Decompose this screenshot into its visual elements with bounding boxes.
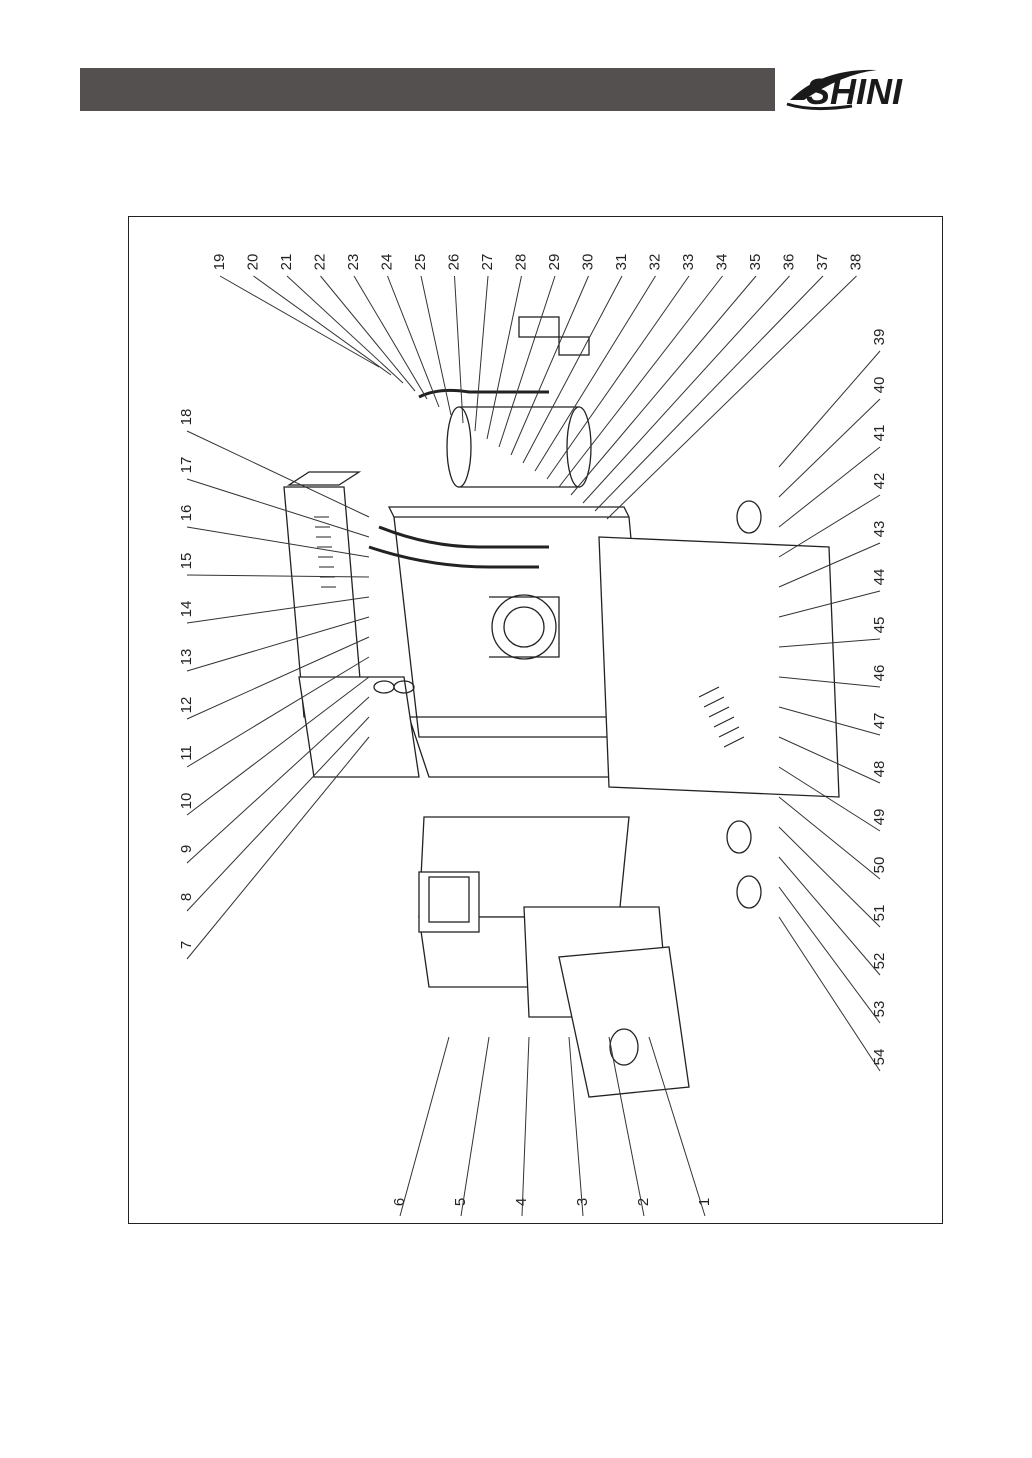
callout-20: 20	[245, 254, 262, 271]
machine-drawing	[284, 317, 839, 1097]
callout-43: 43	[871, 521, 888, 538]
callout-33: 33	[680, 254, 697, 271]
callout-4-leader	[522, 1037, 529, 1216]
callout-30: 30	[580, 254, 597, 271]
callout-6: 6	[391, 1198, 408, 1206]
callout-12: 12	[178, 697, 195, 714]
callout-23: 23	[345, 254, 362, 271]
callout-11: 11	[178, 745, 195, 761]
logo-text: SHINI	[806, 71, 903, 112]
callout-6-leader	[400, 1037, 449, 1216]
callout-41: 41	[871, 425, 888, 442]
callout-18-leader	[187, 431, 369, 517]
callout-40: 40	[871, 377, 888, 394]
callout-5: 5	[452, 1198, 469, 1206]
callout-28: 28	[513, 254, 530, 271]
callout-19-leader	[220, 276, 379, 367]
callout-31: 31	[613, 254, 630, 271]
callout-50-leader	[779, 797, 880, 879]
callout-26-leader	[455, 276, 464, 423]
callout-22: 22	[312, 254, 329, 271]
callout-10: 10	[178, 793, 195, 810]
callout-17: 17	[178, 457, 195, 474]
callout-24-leader	[388, 276, 440, 407]
callout-7: 7	[178, 941, 195, 949]
callout-5-leader	[461, 1037, 489, 1216]
callout-9: 9	[178, 845, 195, 853]
callout-34: 34	[714, 254, 731, 271]
callout-34-leader	[559, 276, 723, 487]
callout-47: 47	[871, 713, 888, 730]
callout-25: 25	[412, 254, 429, 271]
shini-logo: SHINI	[782, 60, 952, 120]
callout-32: 32	[647, 254, 664, 271]
callout-19: 19	[211, 254, 228, 271]
callout-9-leader	[187, 697, 369, 863]
callout-37: 37	[814, 254, 831, 271]
callout-54-leader	[779, 917, 880, 1071]
callout-42: 42	[871, 473, 888, 490]
callout-26: 26	[446, 254, 463, 271]
callout-40-leader	[779, 399, 880, 497]
callout-51-leader	[779, 827, 880, 927]
callout-20-leader	[254, 276, 392, 375]
callout-15: 15	[178, 553, 195, 570]
callout-23-leader	[354, 276, 427, 399]
callout-7-leader	[187, 737, 369, 959]
callout-49: 49	[871, 809, 888, 826]
callout-2: 2	[635, 1198, 652, 1206]
callout-24: 24	[379, 254, 396, 271]
callout-52-leader	[779, 857, 880, 975]
callout-36-leader	[583, 276, 790, 503]
callout-45: 45	[871, 617, 888, 634]
header-bar	[80, 68, 775, 111]
callout-54: 54	[871, 1049, 888, 1066]
callout-41-leader	[779, 447, 880, 527]
callout-27: 27	[479, 254, 496, 271]
callout-38-leader	[607, 276, 857, 519]
callout-14: 14	[178, 601, 195, 618]
callout-13: 13	[178, 649, 195, 666]
callout-53-leader	[779, 887, 880, 1023]
callout-38: 38	[848, 254, 865, 271]
callout-4: 4	[513, 1198, 530, 1206]
callout-35-leader	[571, 276, 756, 495]
callout-37-leader	[595, 276, 823, 511]
callout-51: 51	[871, 905, 888, 922]
callout-3-leader	[569, 1037, 583, 1216]
callout-35: 35	[747, 254, 764, 271]
callout-8: 8	[178, 893, 195, 901]
callout-21: 21	[278, 254, 295, 271]
callout-22-leader	[321, 276, 416, 391]
callout-36: 36	[781, 254, 798, 271]
callout-18: 18	[178, 409, 195, 426]
callout-39: 39	[871, 329, 888, 346]
callout-44: 44	[871, 569, 888, 586]
callout-48: 48	[871, 761, 888, 778]
callout-32-leader	[535, 276, 656, 471]
callout-16: 16	[178, 505, 195, 522]
callout-1: 1	[696, 1198, 713, 1206]
callout-29: 29	[546, 254, 563, 271]
callout-46: 46	[871, 665, 888, 682]
callout-39-leader	[779, 351, 880, 467]
callout-50: 50	[871, 857, 888, 874]
